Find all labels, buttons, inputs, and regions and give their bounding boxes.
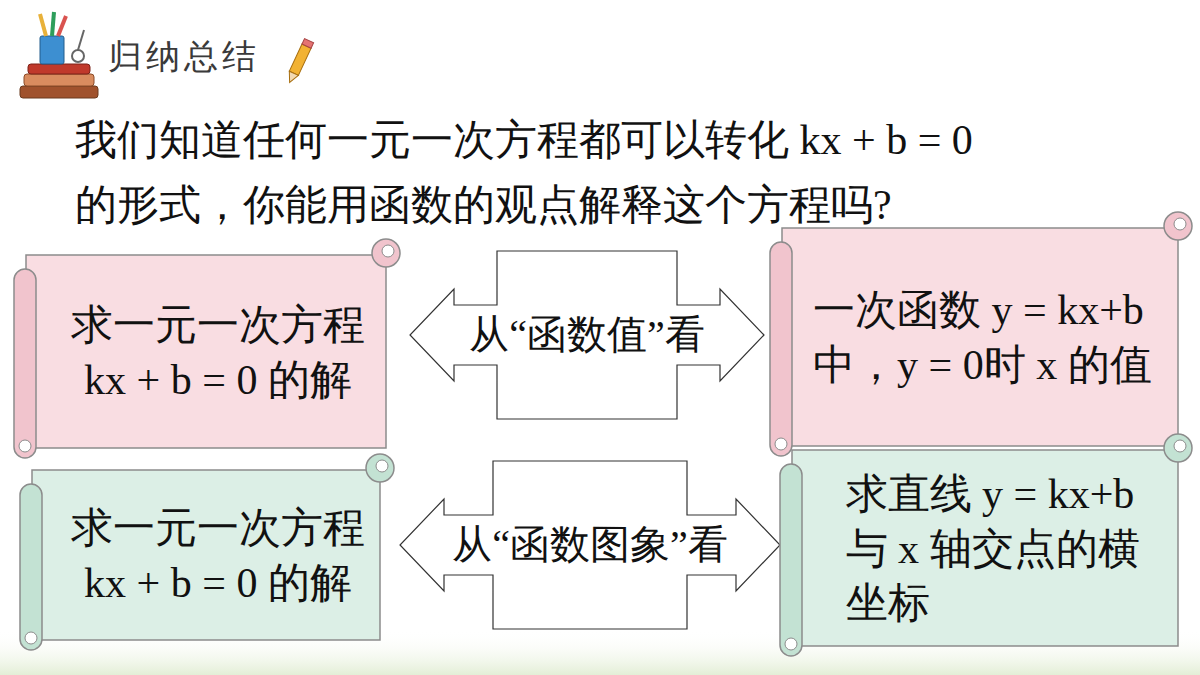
scroll-curl <box>25 632 37 644</box>
scroll-curl <box>1164 434 1192 462</box>
box-text: 求直线 y = kx+b 与 x 轴交点的横坐标 <box>846 467 1166 631</box>
double-arrow-box: 从“函数图象”看 <box>398 460 782 630</box>
arrow-label: 从“函数图象”看 <box>398 519 782 571</box>
scroll-roll <box>14 269 36 458</box>
scroll-curl <box>376 460 388 472</box>
double-arrow-box: 从“函数值”看 <box>408 250 766 420</box>
scroll-curl <box>372 239 400 267</box>
question-text: 我们知道任何一元一次方程都可以转化 kx + b = 0 的形式，你能用函数的观… <box>75 108 1000 238</box>
books-icon <box>20 12 98 98</box>
scroll-box: 一次函数 y = kx+b 中，y = 0时 x 的值 <box>768 208 1196 458</box>
scroll-curl <box>382 245 394 257</box>
scroll-curl <box>19 440 31 452</box>
scroll-curl <box>366 454 394 482</box>
box-text: 求一元一次方程 kx + b = 0 的解 <box>61 298 376 407</box>
scroll-roll <box>20 484 42 650</box>
scroll-sheet <box>26 255 386 448</box>
scroll-sheet <box>32 470 380 640</box>
scroll-curl <box>1174 440 1186 452</box>
scroll-curl <box>775 438 787 450</box>
pencil-icon <box>285 39 314 85</box>
scroll-curl <box>785 638 797 650</box>
scroll-sheet <box>782 228 1178 446</box>
scroll-sheet <box>792 450 1178 646</box>
section-title: 归纳总结 <box>108 34 260 80</box>
scroll-box: 求一元一次方程 kx + b = 0 的解 <box>18 450 398 652</box>
box-text: 求一元一次方程 kx + b = 0 的解 <box>61 501 376 610</box>
scroll-box: 求直线 y = kx+b 与 x 轴交点的横坐标 <box>778 430 1196 658</box>
scroll-box: 求一元一次方程 kx + b = 0 的解 <box>12 235 404 460</box>
scroll-curl <box>1174 218 1186 230</box>
arrow-label: 从“函数值”看 <box>408 309 766 361</box>
scroll-curl <box>1164 212 1192 240</box>
box-text: 一次函数 y = kx+b 中，y = 0时 x 的值 <box>813 283 1188 392</box>
scroll-roll <box>780 464 802 656</box>
scroll-roll <box>770 242 792 456</box>
